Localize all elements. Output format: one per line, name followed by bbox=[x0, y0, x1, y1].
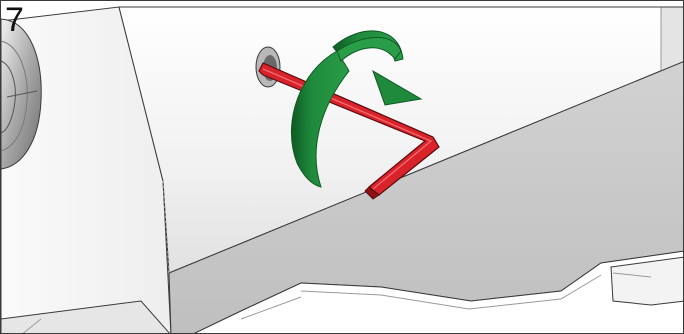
step-number: 7 bbox=[5, 1, 24, 39]
roller-part bbox=[1, 18, 42, 170]
side-panel bbox=[1, 6, 172, 333]
rotation-arrow-front bbox=[290, 37, 402, 188]
panel-edge bbox=[661, 7, 683, 71]
bottom-frame bbox=[1, 250, 683, 333]
